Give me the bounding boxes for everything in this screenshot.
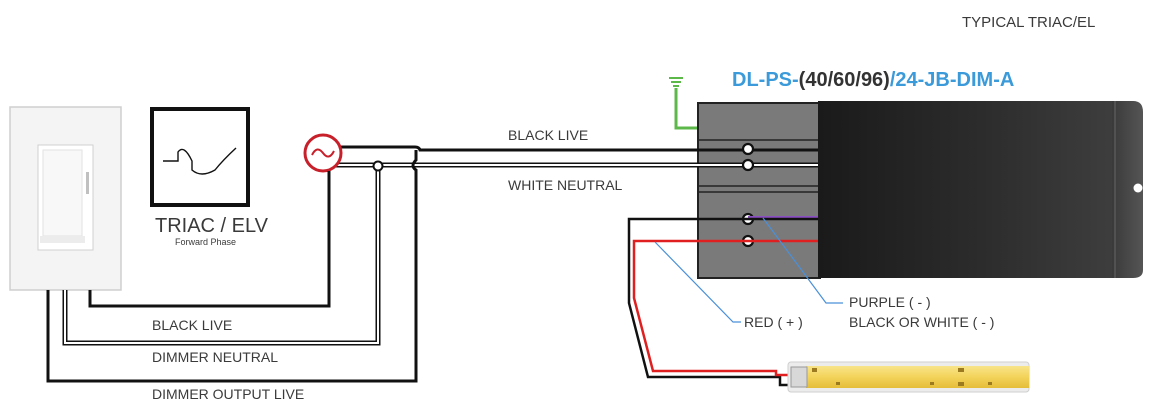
label-dimmer-neutral: DIMMER NEUTRAL — [152, 349, 278, 365]
dimmer-output-live-wire — [46, 150, 418, 383]
waveform-icon — [150, 107, 250, 207]
header-title: TYPICAL TRIAC/EL — [962, 14, 1095, 31]
red-output-wire — [632, 239, 818, 377]
model-prefix: DL-PS- — [732, 69, 799, 91]
led-connector — [790, 366, 808, 388]
black-live-wire — [88, 171, 331, 308]
mounting-hole — [1133, 183, 1143, 193]
model-suffix: /24-JB-DIM-A — [890, 69, 1014, 91]
label-black-or-white: BLACK OR WHITE ( - ) — [849, 314, 994, 330]
leader-red — [654, 241, 741, 323]
black-output-wire — [627, 217, 818, 387]
ac-source-icon — [303, 133, 343, 173]
dimmer-type-label: TRIAC / ELV — [155, 215, 269, 237]
label-red: RED ( + ) — [744, 314, 803, 330]
led-strip — [787, 361, 1030, 393]
label-black-live-bottom: BLACK LIVE — [152, 317, 232, 333]
terminal-dots — [741, 142, 755, 248]
dimmer-switch — [9, 106, 122, 291]
dimmer-phase-label: Forward Phase — [175, 237, 236, 247]
label-dimmer-output-live: DIMMER OUTPUT LIVE — [152, 386, 304, 402]
label-purple: PURPLE ( - ) — [849, 294, 931, 310]
label-white-neutral: WHITE NEUTRAL — [508, 177, 623, 193]
model-options: (40/60/96) — [799, 69, 890, 91]
leader-purple — [762, 217, 843, 304]
neutral-junction-dot — [372, 160, 384, 172]
junction-box — [697, 102, 821, 279]
power-supply — [818, 101, 1143, 278]
input-black-live-wire — [332, 145, 818, 152]
ground-icon — [669, 77, 683, 87]
model-title: DL-PS-(40/60/96)/24-JB-DIM-A — [732, 69, 1014, 91]
label-black-live-top: BLACK LIVE — [508, 127, 588, 143]
